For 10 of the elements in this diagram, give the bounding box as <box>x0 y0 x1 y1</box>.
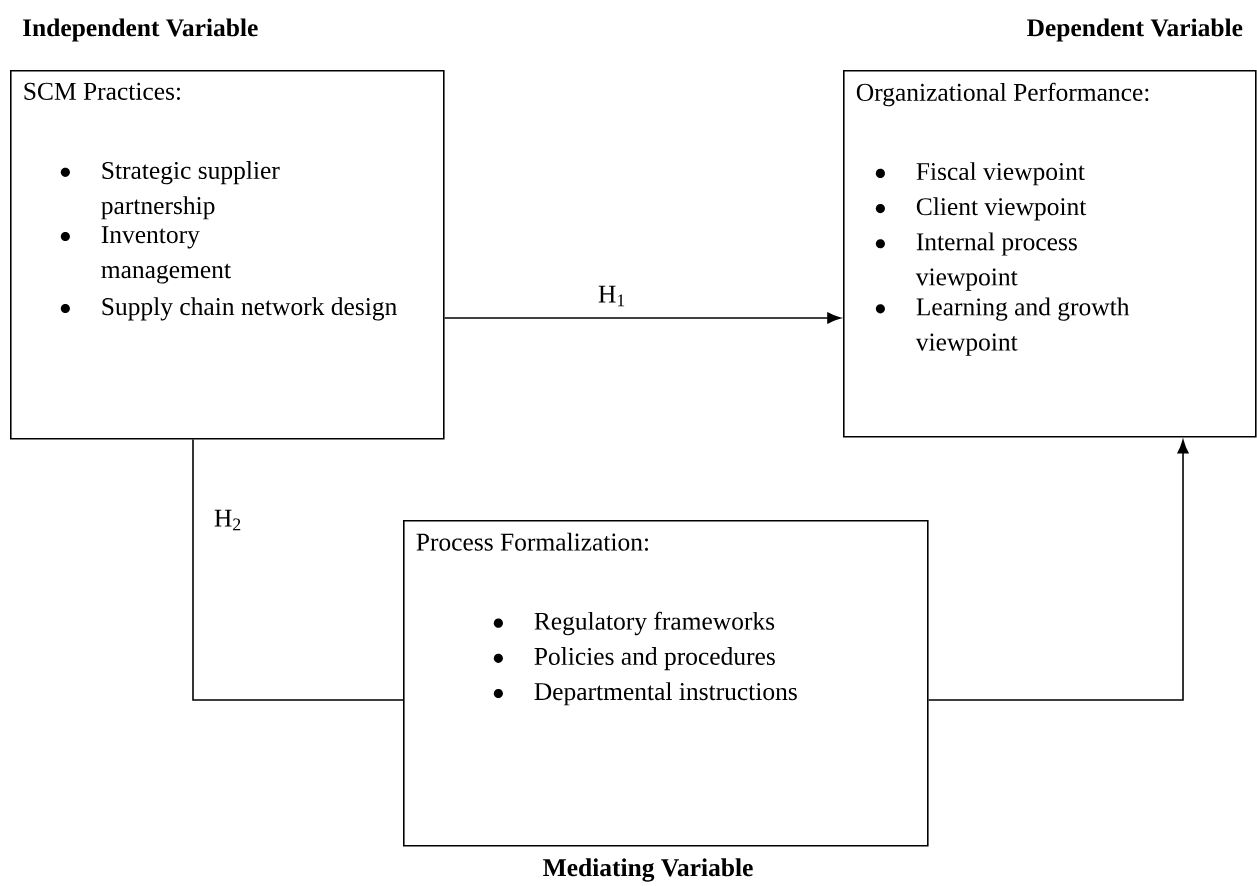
edge-label: H$_{1}$ <box>596 284 628 308</box>
variable-heading: Independent Variable <box>22 18 258 42</box>
variable-box: SCM Practices: Strategic supplier partnership Inventory management Supply chain network design <box>10 70 445 440</box>
variable-box: Process Formalization: Regulatory frameworks Policies and procedures Departmental instructions <box>403 520 929 847</box>
variable-heading: Dependent Variable <box>1027 18 1243 42</box>
arrow <box>927 439 1189 701</box>
edge-label: H$_{2}$ <box>212 508 244 532</box>
arrow <box>443 312 841 324</box>
variable-box: Organizational Performance: Fiscal viewpoint Client viewpoint Internal process viewpoint Learning and growth viewpoint <box>843 70 1257 438</box>
variable-heading: Mediating Variable <box>543 858 753 882</box>
